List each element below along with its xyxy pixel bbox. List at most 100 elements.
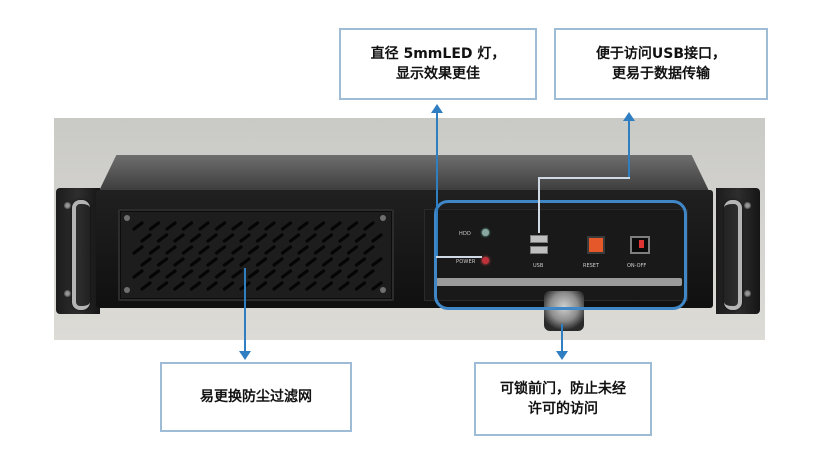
vent-slot [165,269,177,279]
vent-slot [231,269,243,279]
vent-slot [140,281,152,291]
arrow-usb-connector-v [538,177,540,233]
arrow-usb-shaft [628,120,630,178]
arrow-filter-head-icon [239,351,251,360]
callout-led: 直径 5mmLED 灯， 显示效果更佳 [339,28,537,100]
callout-led-line2: 显示效果更佳 [396,66,480,82]
vent-slot [148,269,161,279]
vent-slot [206,257,218,267]
rack-ear-left [56,188,100,314]
vent-slot [321,257,334,267]
usb-label: USB [533,263,544,269]
vent-slot [198,269,210,279]
vent-slot [140,257,152,267]
vent-slot [173,233,185,243]
vent-slot [198,245,210,255]
vent-slot [231,245,243,255]
rack-screw-icon [64,290,71,297]
vent-slot [371,281,383,291]
hdd-led-label: HDD [459,231,472,237]
vent-slot [214,221,227,231]
arrow-led-head-icon [431,104,443,113]
vent-slot [363,269,375,279]
rack-screw-icon [64,202,71,209]
vent-slot [156,257,169,267]
vent-slot [206,233,218,243]
arrow-usb-head-icon [623,112,635,121]
vent-slot [222,233,235,243]
vent-slot [173,257,185,267]
vent-slot [181,245,194,255]
vent-slot [189,281,202,291]
power-switch-icon [630,236,650,254]
callout-lock-line1: 可锁前门，防止未经 [500,381,626,397]
vent-slot [264,269,276,279]
vent-slot [222,281,235,291]
vent-slots-icon [132,221,383,291]
vent-slot [231,221,243,231]
control-area-highlight [434,200,687,310]
vent-slot [132,221,144,231]
dust-filter-panel [118,209,394,301]
callout-filter: 易更换防尘过滤网 [160,362,352,432]
vent-slot [255,233,268,243]
vent-slot [330,269,342,279]
callout-usb-line2: 更易于数据传输 [612,66,710,82]
vent-slot [181,221,194,231]
vent-slot [255,281,268,291]
vent-slot [247,245,260,255]
vent-slot [313,269,326,279]
vent-slot [313,221,326,231]
callout-usb-line1: 便于访问USB接口， [595,46,727,62]
vent-slot [189,233,202,243]
panel-screw-icon [380,215,386,221]
vent-slot [305,281,317,291]
vent-slot [363,221,375,231]
vent-slot [297,269,309,279]
vent-slot [140,233,152,243]
vent-slot [272,281,284,291]
vent-slot [198,221,210,231]
vent-slot [297,245,309,255]
vent-slot [338,233,350,243]
vent-slot [330,221,342,231]
vent-slot [280,269,293,279]
vent-slot [371,257,383,267]
vent-slot [363,245,375,255]
vent-slot [165,245,177,255]
arrow-led-connector [436,256,482,258]
vent-slot [280,221,293,231]
handle-right-icon [724,200,742,310]
vent-slot [288,281,301,291]
vent-slot [354,257,367,267]
vent-slot [346,245,359,255]
panel-screw-icon [380,287,386,293]
vent-slot [346,221,359,231]
hdd-led-icon [482,229,489,236]
vent-slot [321,281,334,291]
panel-screw-icon [124,287,130,293]
vent-slot [222,257,235,267]
vent-slot [214,245,227,255]
vent-slot [165,221,177,231]
vent-slot [288,257,301,267]
vent-slot [173,281,185,291]
vent-slot [288,233,301,243]
callout-led-line1: 直径 5mmLED 灯， [370,46,506,62]
vent-slot [247,269,260,279]
rack-screw-icon [744,290,751,297]
rack-screw-icon [744,202,751,209]
callout-filter-line1: 易更换防尘过滤网 [200,389,312,405]
arrow-filter-shaft [244,268,246,352]
vent-slot [338,281,350,291]
vent-slot [148,245,161,255]
vent-slot [206,281,218,291]
vent-slot [239,257,251,267]
power-led-label: POWER [456,259,476,265]
vent-slot [371,233,383,243]
arrow-led-shaft [436,112,438,258]
callout-usb: 便于访问USB接口， 更易于数据传输 [554,28,768,100]
vent-slot [272,233,284,243]
vent-slot [214,269,227,279]
